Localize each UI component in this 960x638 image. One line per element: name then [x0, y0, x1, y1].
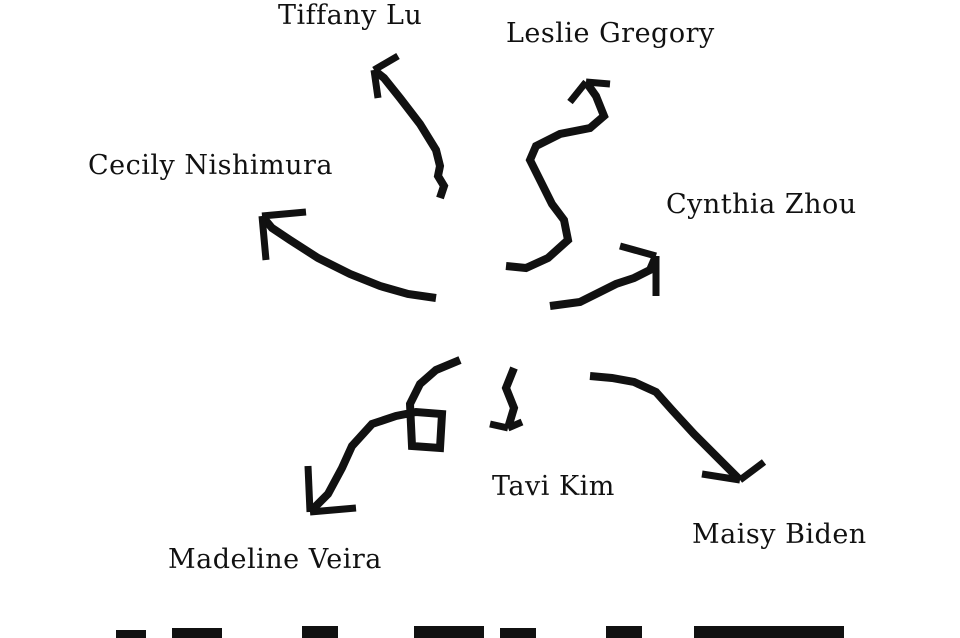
name-maisy: Maisy Biden	[692, 519, 867, 550]
name-cynthia: Cynthia Zhou	[666, 189, 857, 220]
arrow-maisy	[589, 372, 767, 484]
name-leslie: Leslie Gregory	[506, 18, 715, 49]
arrow-cynthia	[549, 242, 660, 310]
arrow-tiffany	[370, 52, 449, 200]
name-tiffany: Tiffany Lu	[278, 0, 423, 31]
bottom-decoration	[116, 626, 844, 638]
arrow-madeline	[304, 356, 462, 516]
name-cecily: Cecily Nishimura	[88, 150, 334, 181]
arrow-leslie	[505, 78, 611, 273]
name-madeline: Madeline Veira	[168, 544, 382, 575]
name-tavi: Tavi Kim	[492, 471, 615, 502]
arrow-tavi	[489, 366, 524, 432]
arrow-cecily	[258, 208, 437, 302]
